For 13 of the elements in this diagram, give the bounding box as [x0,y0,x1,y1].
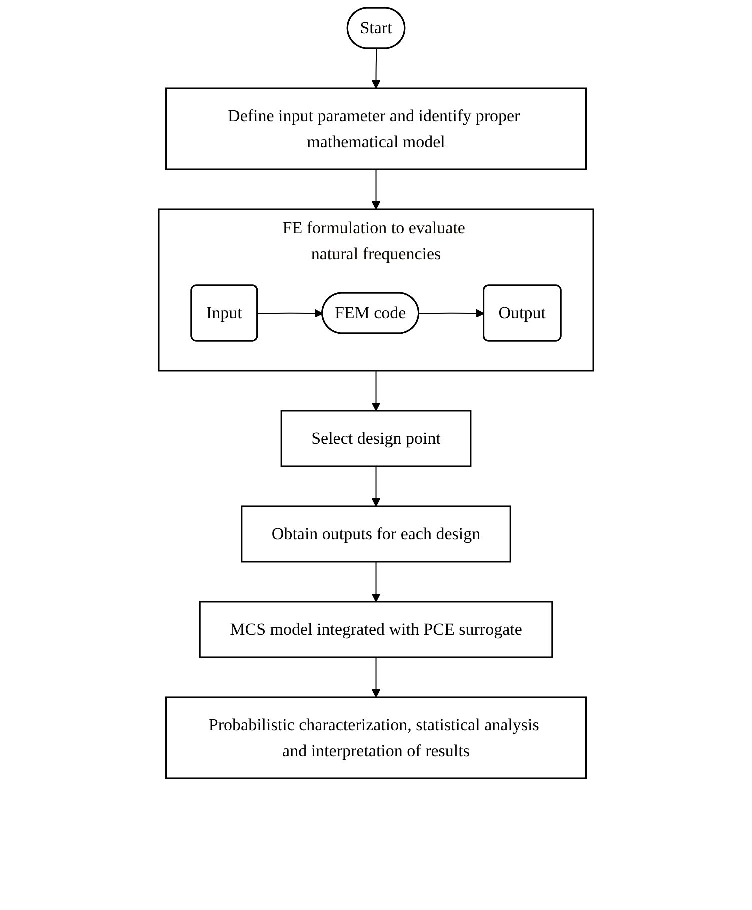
arrow [372,561,380,602]
node-box: MCS model integrated with PCE surrogate [199,601,553,658]
arrow [372,48,380,89]
node-box: Obtain outputs for each design [240,506,512,563]
arrow [372,370,380,412]
arrow [257,309,324,318]
arrow [372,466,380,507]
arrow [372,169,380,210]
node-box: Select design point [280,410,472,468]
node-box: Probabilistic characterization, statistical analysis and interpretation of results [165,696,587,780]
arrow [372,656,380,698]
arrow [418,309,484,318]
node-box: Define input parameter and identify proper mathematical model [165,88,587,170]
